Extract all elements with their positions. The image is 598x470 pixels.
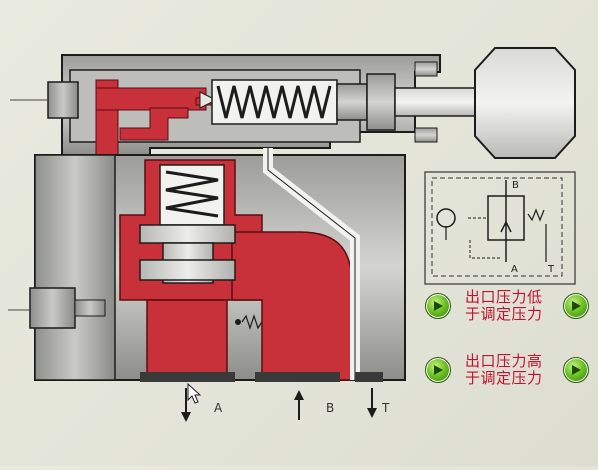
symbol-label-b: B	[512, 180, 519, 191]
high-pressure-label-line1: 出口压力高	[465, 352, 543, 370]
damping-spring-icon	[235, 314, 263, 330]
pilot-port-plug	[10, 81, 79, 119]
flow-arrow-a	[181, 388, 191, 422]
high-pressure-label: 出口压力高 于调定压力	[465, 353, 543, 387]
symbol-label-t: T	[547, 264, 555, 275]
drain-passage	[263, 148, 360, 380]
high-pressure-play-button-right[interactable]	[563, 357, 589, 383]
port-label-a: A	[214, 401, 223, 415]
adjustment-handwheel[interactable]	[474, 47, 576, 159]
low-pressure-label-line2: 于调定压力	[465, 305, 543, 323]
low-pressure-label-line1: 出口压力低	[465, 288, 543, 306]
low-pressure-play-button-left[interactable]	[425, 293, 451, 319]
adjustment-screw	[336, 61, 476, 143]
port-label-t: T	[381, 401, 390, 415]
pilot-oil-passage	[95, 79, 213, 156]
high-pressure-label-line2: 于调定压力	[465, 369, 543, 387]
flow-arrow-t	[367, 388, 377, 418]
port-label-b: B	[326, 401, 334, 415]
base-ports	[140, 372, 383, 382]
low-pressure-play-button-right[interactable]	[563, 293, 589, 319]
pilot-spring-chamber	[211, 79, 338, 125]
low-pressure-label: 出口压力低 于调定压力	[465, 289, 543, 323]
gauge-port-plug	[8, 287, 106, 329]
symbol-label-a: A	[511, 264, 518, 275]
pilot-poppet	[199, 91, 218, 109]
hydraulic-symbol: B A T	[424, 171, 576, 285]
high-pressure-play-button-left[interactable]	[425, 357, 451, 383]
flow-arrow-b	[294, 390, 304, 420]
mouse-cursor-icon	[187, 382, 202, 404]
main-spool	[139, 164, 236, 284]
